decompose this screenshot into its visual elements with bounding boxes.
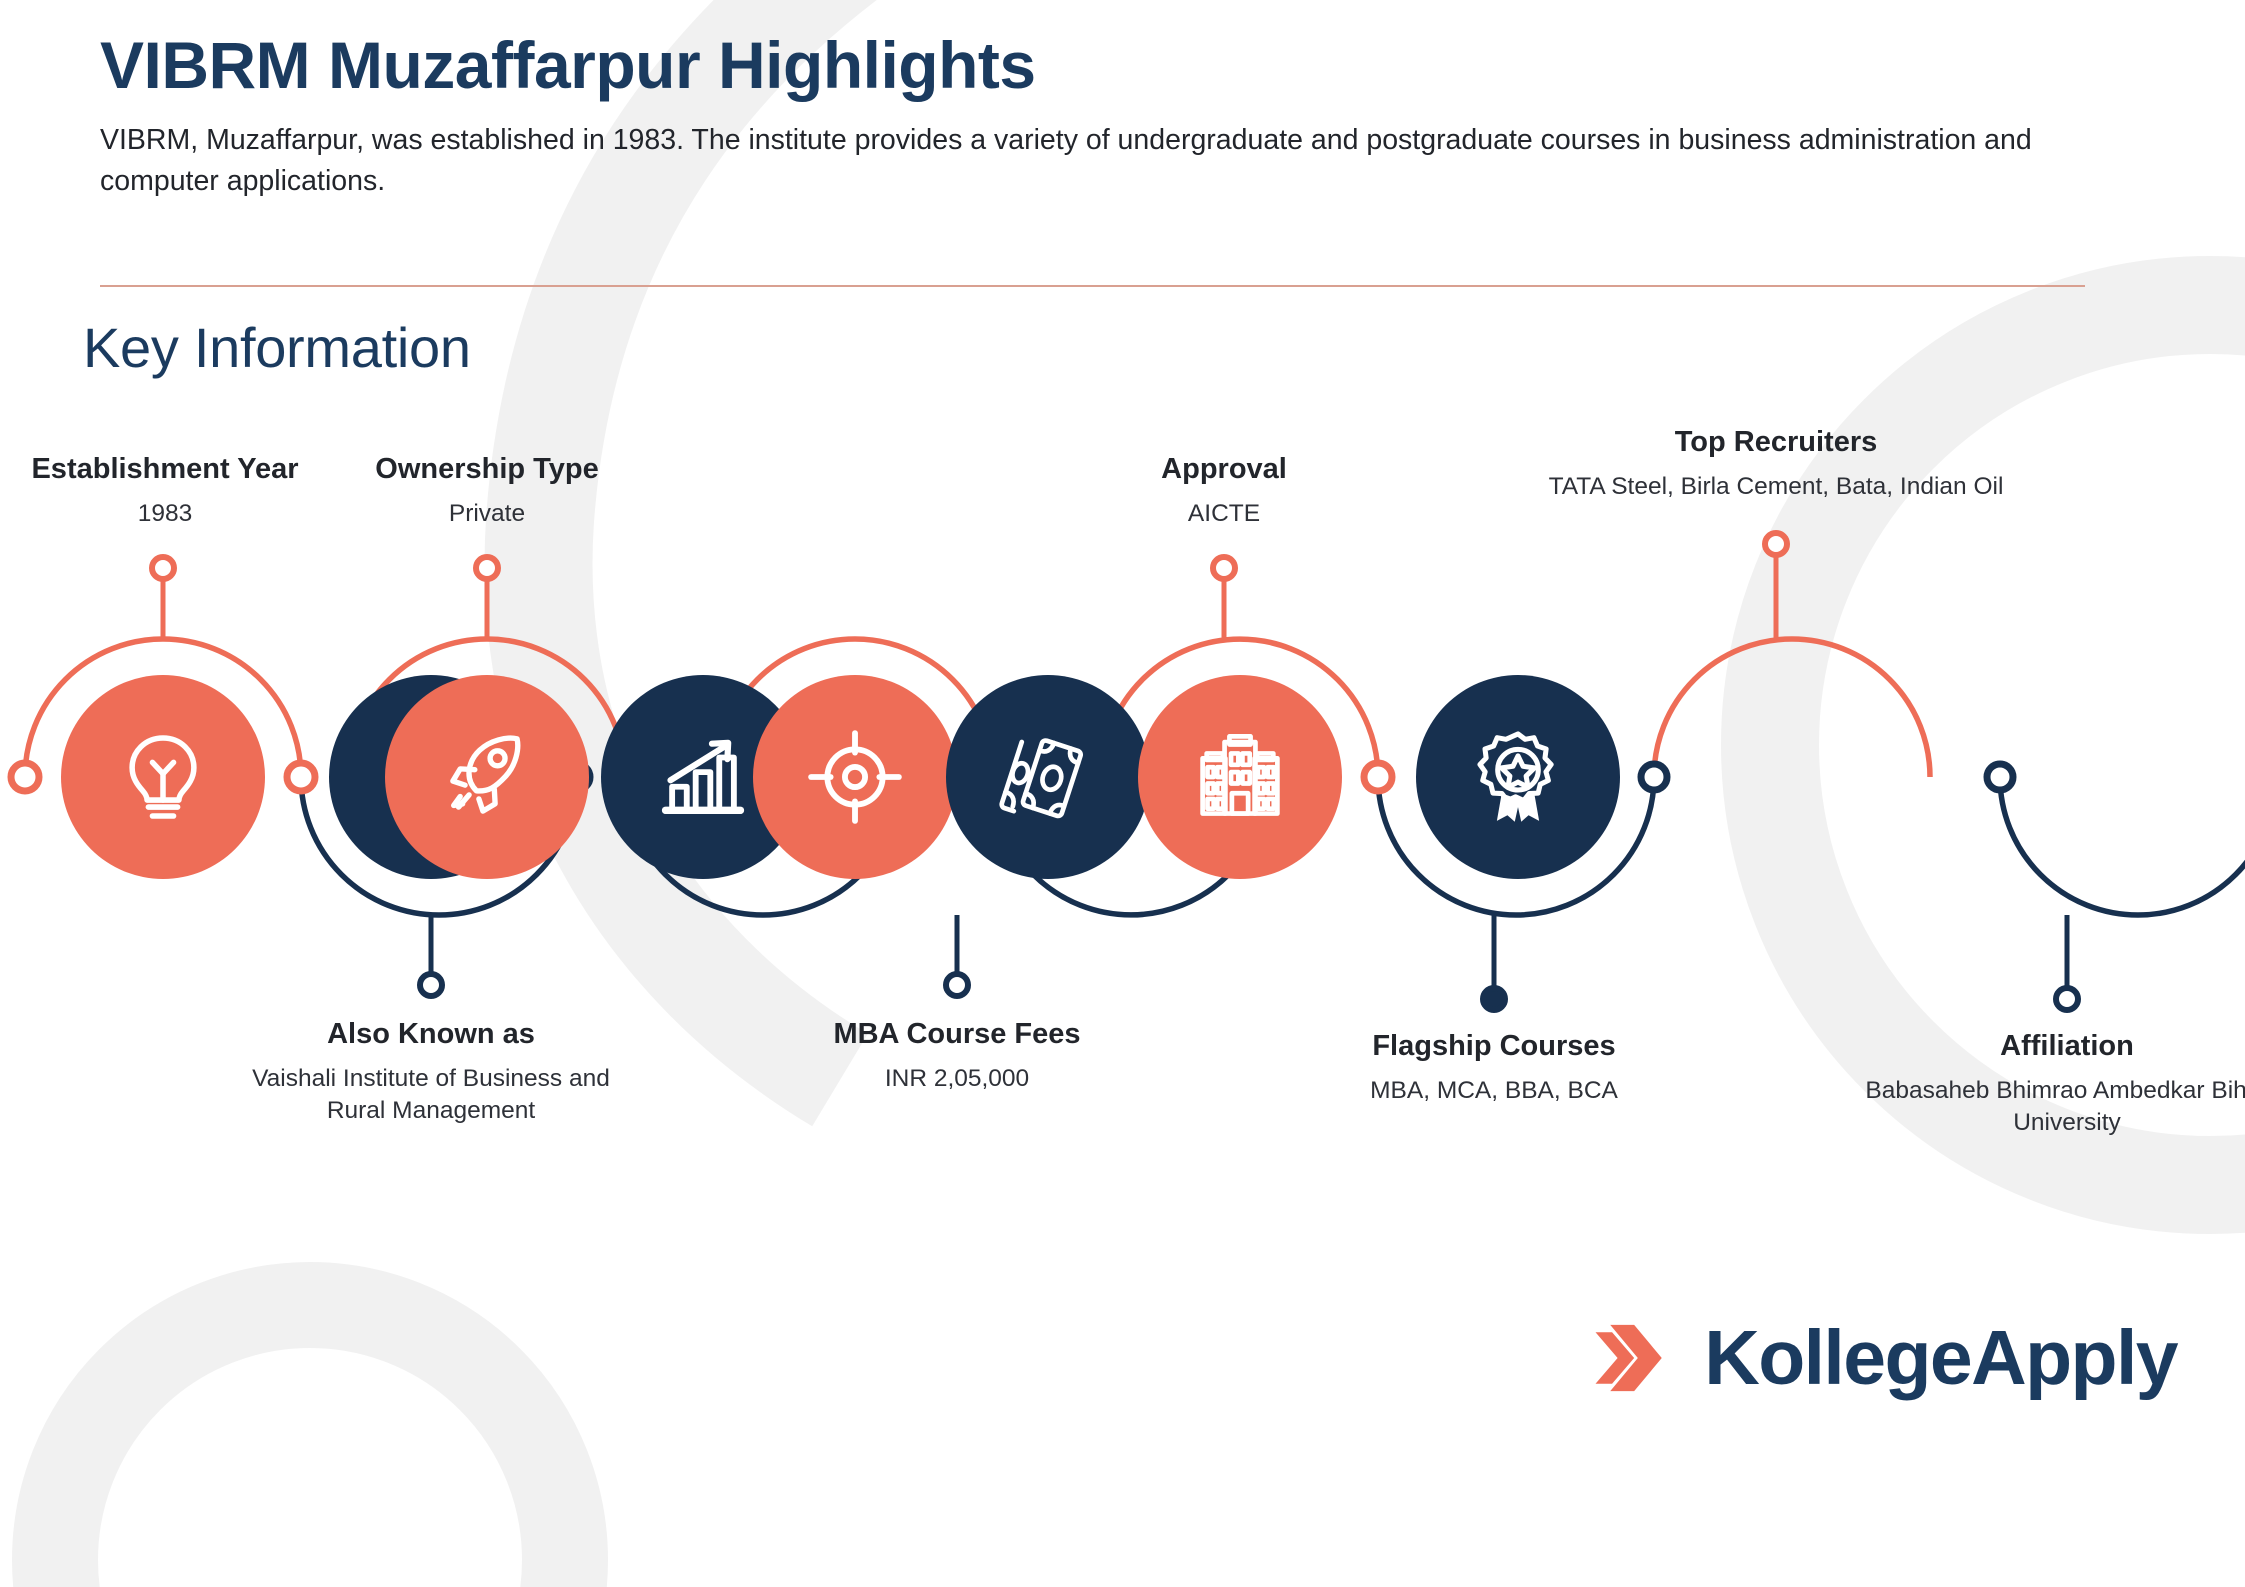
label-title: MBA Course Fees: [833, 1018, 1081, 1050]
page-subtitle: VIBRM, Muzaffarpur, was established in 1…: [100, 123, 2032, 197]
logo-text: KollegeApply: [1704, 1314, 2178, 1401]
page-title: VIBRM Muzaffarpur Highlights: [100, 28, 1036, 102]
label-establishment-year: Establishment Year 1983: [0, 452, 330, 530]
node-circle-top-recruiters[interactable]: [1138, 675, 1342, 879]
banknotes-icon: [999, 738, 1084, 819]
label-title: Affiliation: [2000, 1030, 2134, 1062]
award-ribbon-icon: [1477, 731, 1554, 822]
label-value: Vaishali Institute of Business and Rural…: [252, 1064, 610, 1125]
header-block: VIBRM Muzaffarpur Highlights VIBRM, Muza…: [100, 28, 2100, 202]
label-affiliation: Affiliation Babasaheb Bhimrao Ambedkar B…: [1857, 1029, 2245, 1139]
label-value: INR 2,05,000: [884, 1064, 1030, 1092]
label-title: Also Known as: [327, 1018, 535, 1050]
label-approval: Approval AICTE: [1059, 452, 1389, 530]
label-title: Flagship Courses: [1372, 1030, 1616, 1062]
label-value: Babasaheb Bhimrao Ambedkar Bihar Univers…: [1865, 1076, 2245, 1137]
label-title: Top Recruiters: [1674, 426, 1878, 458]
label-value: MBA, MCA, BBA, BCA: [1370, 1076, 1618, 1104]
label-ownership-type: Ownership Type Private: [322, 452, 652, 530]
label-flagship-courses: Flagship Courses MBA, MCA, BBA, BCA: [1329, 1029, 1659, 1107]
growth-chart-icon: [661, 739, 745, 815]
double-chevron-icon: [1595, 1324, 1662, 1392]
node-circle-flagship-courses[interactable]: [946, 675, 1150, 879]
section-title: Key Information: [83, 316, 471, 379]
label-value: Private: [448, 499, 526, 527]
target-icon: [808, 730, 902, 824]
node-circle-establishment-year[interactable]: [61, 675, 265, 879]
label-value: AICTE: [1187, 499, 1261, 527]
rocket-icon: [450, 735, 521, 814]
label-value: TATA Steel, Birla Cement, Bata, Indian O…: [1548, 472, 2004, 500]
node-circle-affiliation[interactable]: [1416, 675, 1620, 879]
label-title: Approval: [1161, 453, 1287, 485]
label-mba-course-fees: MBA Course Fees INR 2,05,000: [792, 1017, 1122, 1095]
label-top-recruiters: Top Recruiters TATA Steel, Birla Cement,…: [1526, 425, 2026, 503]
label-title: Ownership Type: [375, 453, 599, 485]
label-value: 1983: [137, 499, 193, 527]
building-icon: [1200, 734, 1280, 816]
node-circle-approval[interactable]: [753, 675, 957, 879]
label-also-known-as: Also Known as Vaishali Institute of Busi…: [236, 1017, 626, 1127]
kollegeapply-logo[interactable]: KollegeApply: [1590, 1312, 2179, 1404]
node-circle-ownership-type[interactable]: [385, 675, 589, 879]
header-divider: [100, 285, 2085, 287]
lightbulb-icon: [129, 735, 197, 819]
label-title: Establishment Year: [31, 453, 299, 485]
